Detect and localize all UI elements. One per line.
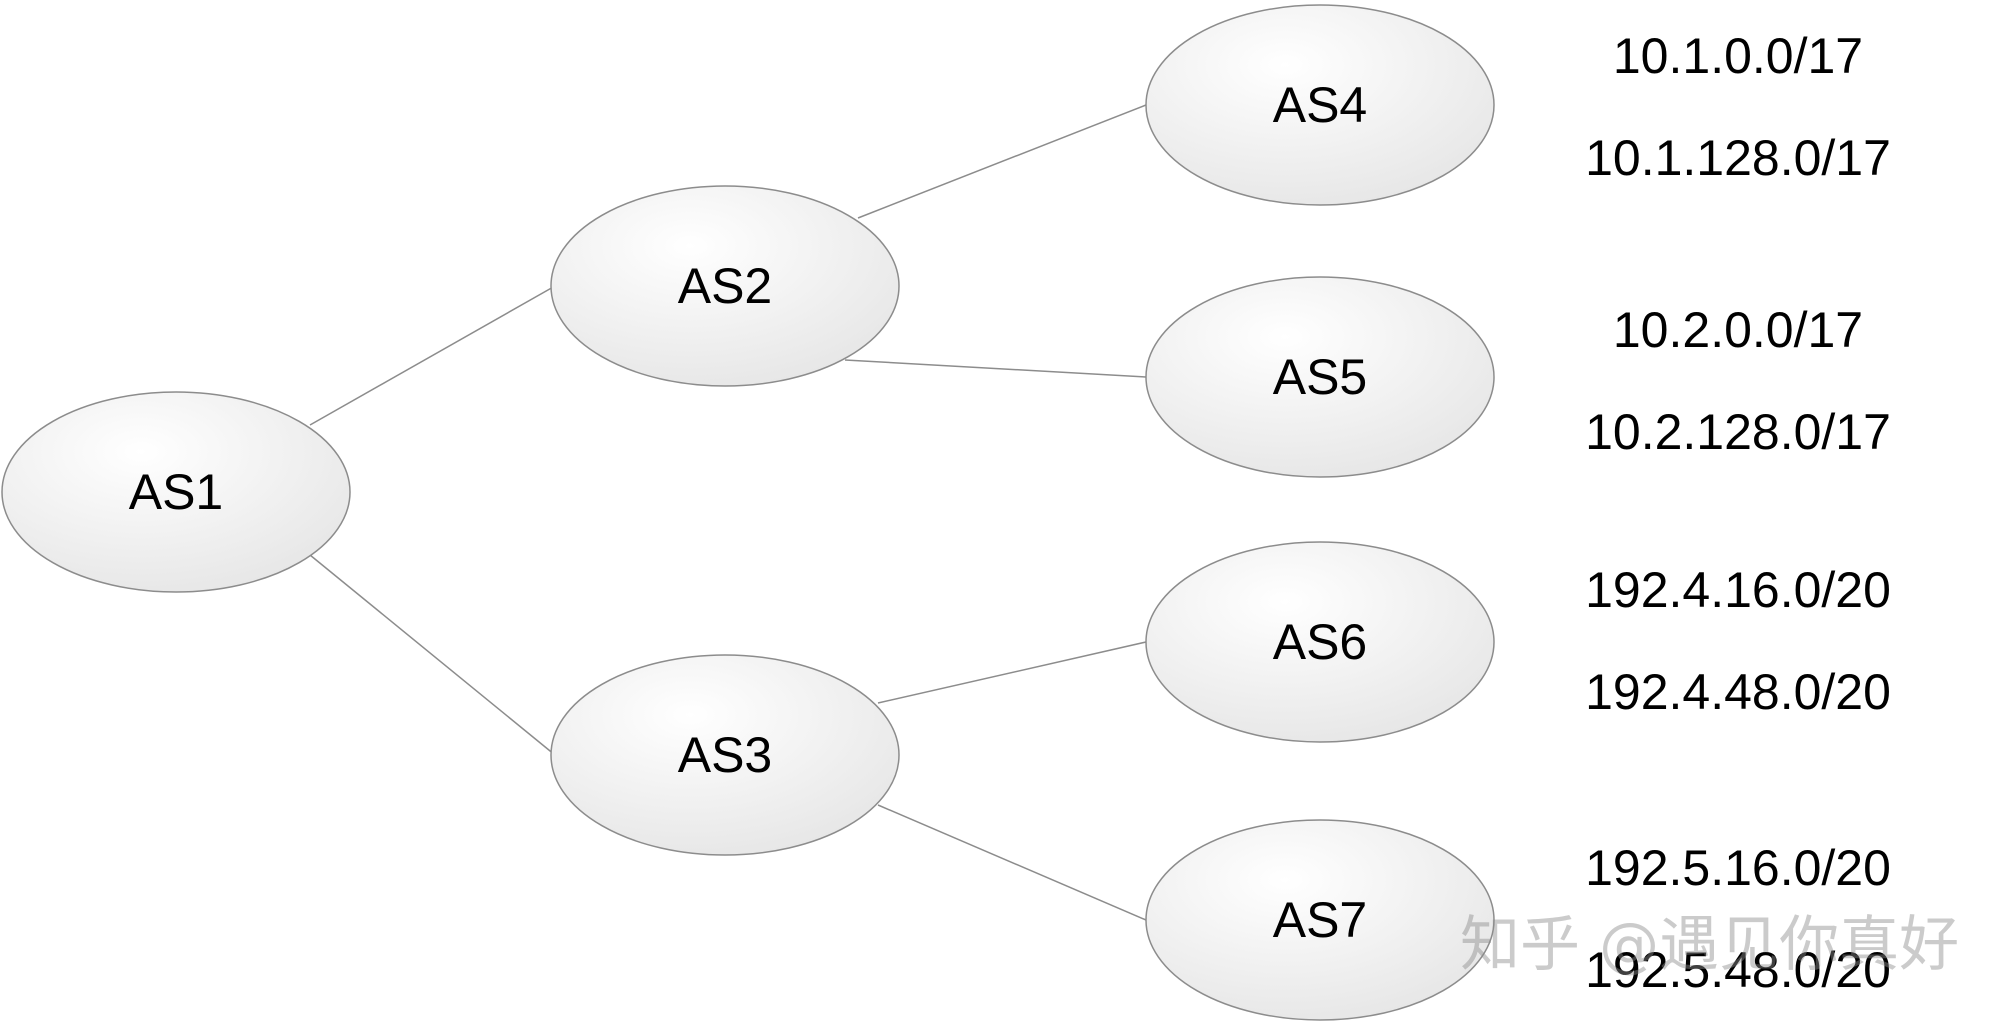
node-as4-label: AS4	[1273, 77, 1368, 133]
node-as3: AS3	[550, 654, 900, 856]
node-as1-label: AS1	[129, 464, 224, 520]
edge-as1-as3	[309, 554, 556, 756]
node-as1-shape	[1, 391, 351, 593]
node-as6-shape	[1145, 541, 1495, 743]
node-as1: AS1	[1, 391, 351, 593]
edges	[309, 104, 1147, 921]
edge-as2-as4	[857, 104, 1147, 219]
node-as3-shape	[550, 654, 900, 856]
prefix-as4-1: 10.1.0.0/17	[1613, 28, 1863, 84]
node-as5-shape	[1145, 276, 1495, 478]
node-as7-shape	[1145, 819, 1495, 1021]
edge-as2-as5	[844, 359, 1147, 378]
prefix-as7-2: 192.5.48.0/20	[1585, 942, 1891, 998]
node-as7: AS7	[1145, 819, 1495, 1021]
edge-as3-as6	[877, 641, 1147, 704]
node-as2: AS2	[550, 185, 900, 387]
node-as7-label: AS7	[1273, 892, 1368, 948]
node-as3-label: AS3	[678, 727, 773, 783]
node-as5: AS5	[1145, 276, 1495, 478]
prefix-as5-1: 10.2.0.0/17	[1613, 302, 1863, 358]
prefix-as5-2: 10.2.128.0/17	[1585, 404, 1891, 460]
edge-as3-as7	[877, 804, 1147, 921]
node-as4-shape	[1145, 4, 1495, 206]
node-as6-label: AS6	[1273, 614, 1368, 670]
node-as2-shape	[550, 185, 900, 387]
edge-as1-as2	[309, 285, 556, 426]
watermark: 知乎 @遇见你真好	[1460, 910, 1959, 980]
prefix-labels: 10.1.0.0/17 10.1.128.0/17 10.2.0.0/17 10…	[1585, 28, 1891, 998]
prefix-as7-1: 192.5.16.0/20	[1585, 840, 1891, 896]
node-as5-label: AS5	[1273, 349, 1368, 405]
node-as6: AS6	[1145, 541, 1495, 743]
prefix-as6-1: 192.4.16.0/20	[1585, 562, 1891, 618]
node-as2-label: AS2	[678, 258, 773, 314]
prefix-as6-2: 192.4.48.0/20	[1585, 664, 1891, 720]
prefix-as4-2: 10.1.128.0/17	[1585, 130, 1891, 186]
node-as4: AS4	[1145, 4, 1495, 206]
